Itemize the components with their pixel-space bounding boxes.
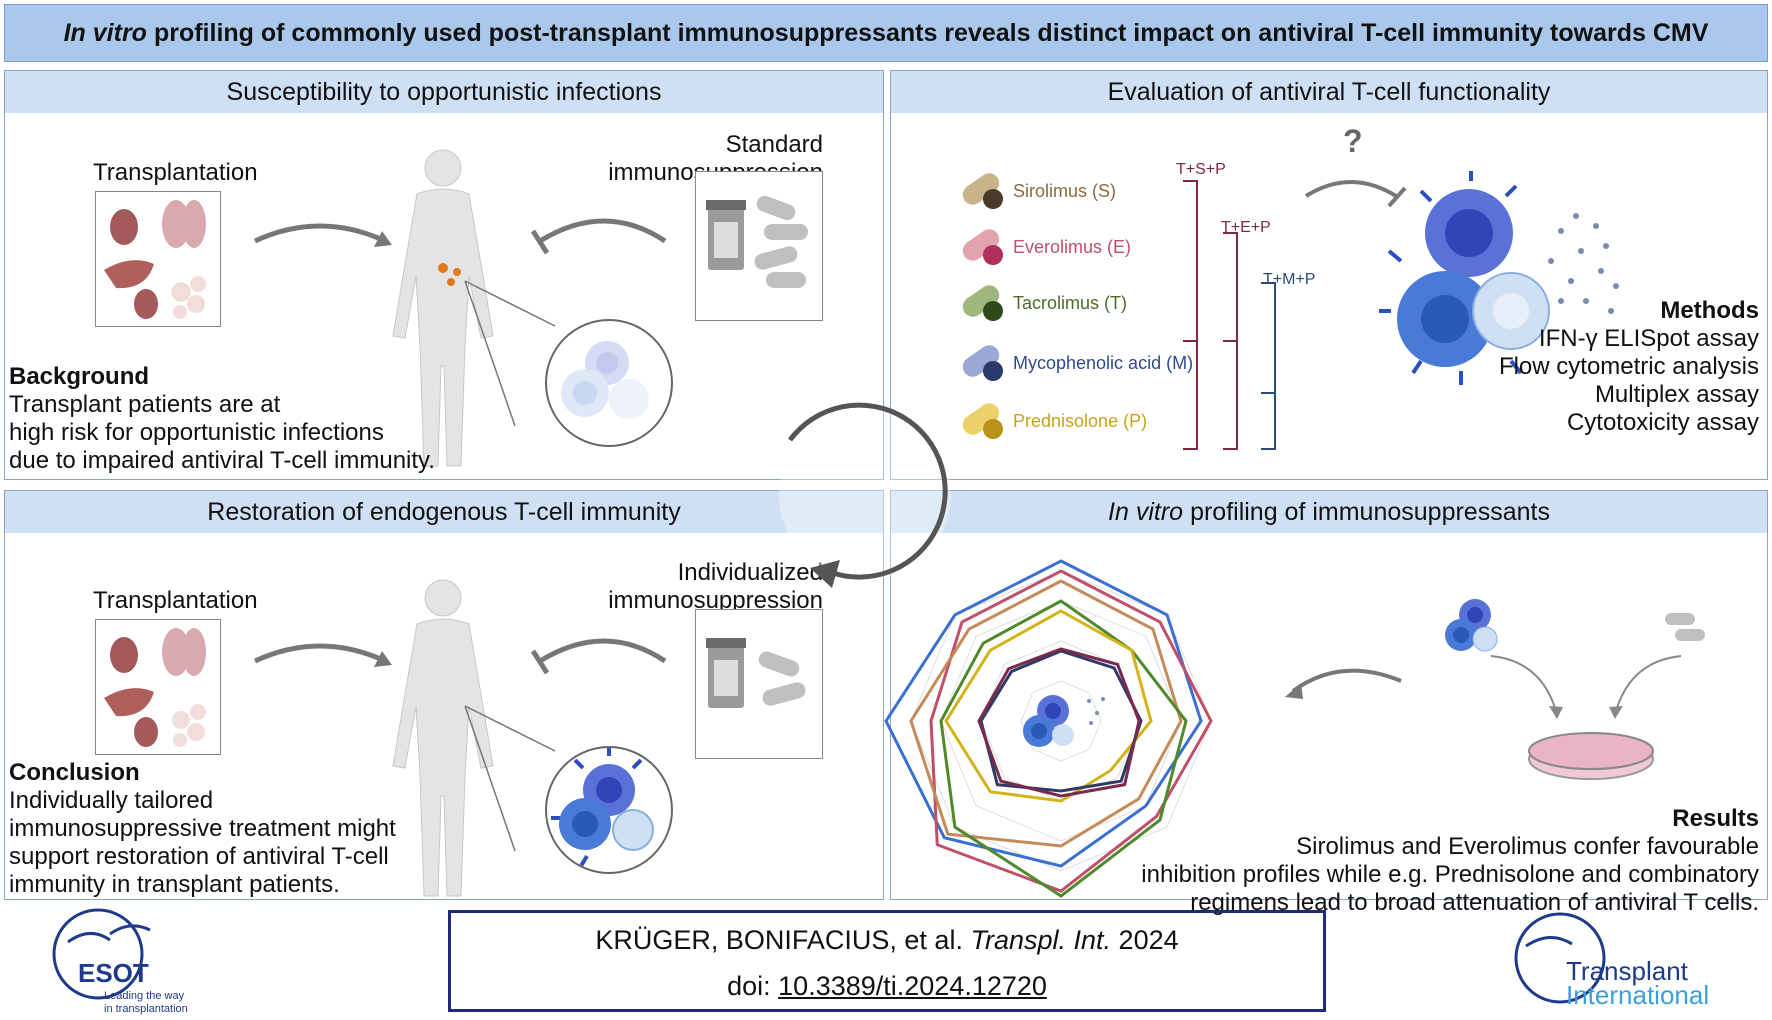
esot-name: ESOT	[78, 958, 149, 988]
esot-tagline: Leading the way	[104, 990, 185, 1002]
method-item: Flow cytometric analysis	[1498, 353, 1759, 380]
citation-authors: KRÜGER, BONIFACIUS, et al.	[595, 925, 963, 955]
title-text: profiling of commonly used post-transpla…	[153, 18, 1709, 47]
combo-label-tsp: T+S+P	[1176, 161, 1226, 178]
immuno-label-1: Individualized	[677, 559, 823, 586]
radar-profile	[979, 649, 1143, 793]
pills-icon	[706, 638, 806, 708]
text-line: due to impaired antiviral T-cell immunit…	[9, 447, 435, 474]
drug-label-everolimus: Everolimus (E)	[1013, 237, 1132, 257]
panel-background: Evaluation of antiviral T-cell functiona…	[890, 70, 1768, 480]
doi-line: doi: 10.3389/ti.2024.12720	[451, 963, 1323, 1009]
combo-label-tmp: T+M+P	[1263, 271, 1316, 288]
drug-label-tacrolimus: Tacrolimus (T)	[1013, 293, 1128, 313]
panel-background: Susceptibility to opportunistic infectio…	[4, 70, 884, 480]
t-cell-icon	[1445, 599, 1498, 652]
t-cell-icon	[1379, 171, 1619, 385]
zoom-lines	[464, 705, 556, 852]
drug-label-mycophenolic-acid: Mycophenolic acid (M)	[1013, 353, 1194, 373]
citation-year: 2024	[1118, 925, 1179, 955]
radar-grid	[1020, 680, 1102, 762]
text-line: immunity in transplant patients.	[9, 871, 340, 898]
panel-background: Restoration of endogenous T-cell immunit…	[4, 490, 884, 900]
cycle-arrow	[779, 402, 951, 588]
section-heading: Conclusion	[9, 759, 140, 786]
method-item: Cytotoxicity assay	[1566, 409, 1759, 436]
petri-dish-icon	[1528, 732, 1654, 780]
panel-background: In vitro profiling of immunosuppressants…	[884, 490, 1768, 916]
radar-grid	[940, 600, 1182, 842]
radar-profile	[944, 609, 1153, 803]
transplant-international-logo-icon	[1514, 912, 1606, 1004]
inhibition-icon	[1304, 180, 1407, 208]
transplant-label: Transplantation	[93, 159, 258, 186]
text-line: Transplant patients are at	[9, 391, 281, 418]
immuno-label-1: Standard	[725, 131, 823, 158]
radar-grid	[910, 570, 1212, 872]
radar-profile	[909, 579, 1183, 848]
organs-icon	[104, 628, 206, 747]
drug-label-sirolimus: Sirolimus (S)	[1013, 181, 1117, 201]
inhibition-icon	[530, 218, 667, 255]
t-cell-icon	[551, 748, 654, 868]
text-line: high risk for opportunistic infections	[9, 419, 384, 446]
inhibition-icon	[530, 638, 667, 675]
pills-box	[695, 609, 823, 759]
citation-line: KRÜGER, BONIFACIUS, et al. Transpl. Int.…	[451, 917, 1323, 963]
citation-journal: Transpl. Int.	[970, 925, 1112, 955]
combo-brackets	[1183, 180, 1276, 450]
section-heading: Background	[9, 363, 150, 390]
esot-logo-icon	[52, 908, 151, 1000]
section-heading: Results	[1672, 805, 1759, 832]
arrow-icon	[253, 643, 392, 667]
esot-tagline: in transplantation	[104, 1003, 188, 1015]
text-line: Sirolimus and Everolimus confer favourab…	[1296, 833, 1759, 860]
radar-profile	[884, 559, 1203, 868]
ti-line2: International	[1566, 980, 1710, 1010]
pills-icon	[706, 195, 808, 288]
organ-box	[95, 619, 221, 755]
human-body-icon	[392, 149, 494, 467]
text-line: inhibition profiles while e.g. Prednisol…	[1141, 861, 1759, 888]
header-text: profiling of immunosuppressants	[1190, 497, 1550, 526]
arrows-to-dish	[1490, 655, 1682, 719]
radar-profile	[939, 599, 1188, 898]
title-italic: In vitro	[63, 18, 147, 47]
doi-prefix: doi:	[727, 971, 771, 1001]
panel-header: Restoration of endogenous T-cell immunit…	[5, 491, 883, 533]
panel-header: Susceptibility to opportunistic infectio…	[5, 71, 883, 113]
t-cell-icon	[1023, 695, 1105, 747]
arrow-icon	[253, 223, 392, 247]
question-mark: ?	[1343, 123, 1363, 159]
method-item: Multiplex assay	[1594, 381, 1759, 408]
drug-pills	[962, 173, 1003, 439]
arrow-icon	[1285, 668, 1402, 699]
cells-circle	[545, 319, 673, 447]
organs-icon	[104, 200, 206, 319]
radar-profile	[977, 647, 1141, 798]
text-line: immunosuppressive treatment might	[9, 815, 396, 842]
panel-header: Evaluation of antiviral T-cell functiona…	[891, 71, 1767, 113]
method-item: IFN-γ ELISpot assay	[1538, 325, 1759, 352]
text-line: support restoration of antiviral T-cell	[9, 843, 389, 870]
drug-label-prednisolone: Prednisolone (P)	[1013, 411, 1148, 431]
transplant-label: Transplantation	[93, 587, 258, 614]
panel-header: In vitro profiling of immunosuppressants	[891, 491, 1767, 533]
header-italic: In vitro	[1108, 497, 1184, 526]
ti-line1: Transplant	[1566, 956, 1688, 986]
title-banner: In vitro profiling of commonly used post…	[4, 4, 1768, 62]
doi-link[interactable]: 10.3389/ti.2024.12720	[778, 971, 1047, 1001]
combo-label-tep: T+E+P	[1221, 219, 1271, 236]
text-line: Individually tailored	[9, 787, 214, 814]
section-heading: Methods	[1660, 297, 1759, 324]
pills-box	[695, 171, 823, 321]
pills-icon	[1665, 613, 1705, 641]
organ-box	[95, 191, 221, 327]
t-cell-icon	[561, 341, 649, 419]
citation-box: KRÜGER, BONIFACIUS, et al. Transpl. Int.…	[448, 910, 1326, 1012]
radar-plot	[884, 559, 1213, 898]
zoom-lines	[464, 280, 556, 427]
cells-circle	[545, 746, 673, 874]
